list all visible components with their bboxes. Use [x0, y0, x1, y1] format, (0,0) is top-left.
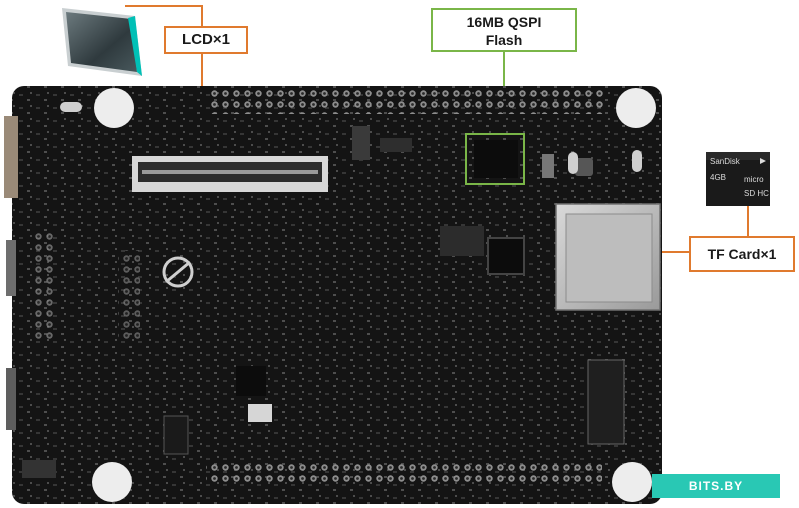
flash-callout: 16MB QSPI Flash: [431, 8, 577, 52]
sd-brand: SanDisk: [710, 157, 741, 166]
lcd-callout: LCD×1: [164, 26, 248, 54]
watermark: BITS.BY: [652, 474, 780, 498]
sd-logo: SD HC: [744, 189, 769, 198]
tf-card-callout: TF Card×1: [689, 236, 795, 272]
lcd-panel-image: [62, 8, 142, 76]
tf-card-slot: [555, 203, 661, 311]
sd-type: micro: [744, 175, 764, 184]
flash-callout-line2: Flash: [485, 32, 523, 48]
sd-capacity: 4GB: [710, 173, 726, 182]
microsd-card-image: SanDisk 4GB micro SD HC: [706, 152, 770, 206]
circuit-board: [4, 86, 662, 504]
flash-callout-line1: 16MB QSPI: [466, 14, 542, 30]
